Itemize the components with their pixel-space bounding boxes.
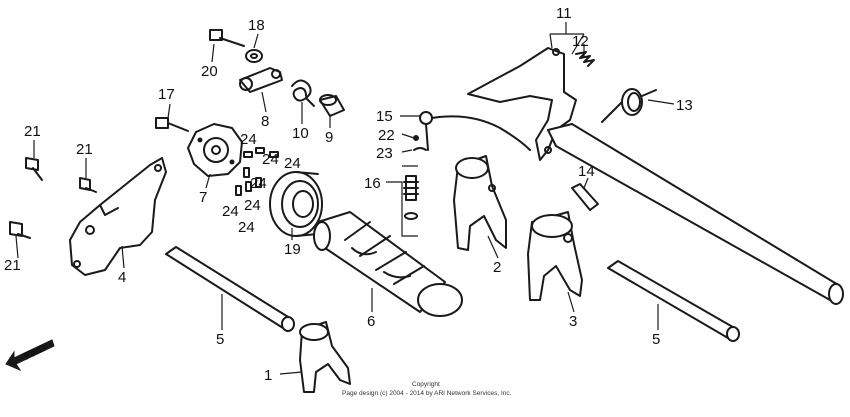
callout-13: 13 <box>676 97 693 114</box>
part-19-bearing[interactable] <box>269 171 323 237</box>
part-4-bracket-plate[interactable] <box>69 157 167 276</box>
callout-6: 6 <box>367 313 375 330</box>
part-21-bolt-lower[interactable] <box>9 221 31 239</box>
part-10-spring[interactable] <box>291 79 315 107</box>
part-13-return-spring[interactable] <box>601 88 657 123</box>
part-6-shift-drum[interactable] <box>313 211 463 317</box>
callout-7: 7 <box>199 189 207 206</box>
callout-16: 16 <box>364 175 381 192</box>
fwd-arrow-icon <box>5 339 55 372</box>
callout-23: 23 <box>376 145 393 162</box>
part-1-shift-fork[interactable] <box>299 321 351 393</box>
callout-24-d: 24 <box>250 175 267 192</box>
callout-4: 4 <box>118 269 126 286</box>
part-11-shift-spindle[interactable] <box>467 47 844 305</box>
part-8-stopper-arm[interactable] <box>239 67 283 93</box>
callout-24-c: 24 <box>284 155 301 172</box>
callout-2: 2 <box>493 259 501 276</box>
part-21-bolt-upper[interactable] <box>25 157 43 181</box>
callout-20: 20 <box>201 63 218 80</box>
fwd-label: FWD <box>22 343 47 363</box>
callout-17: 17 <box>158 86 175 103</box>
forward-direction-indicator: FWD <box>5 339 55 372</box>
callout-24-f: 24 <box>244 197 261 214</box>
callout-21-upper: 21 <box>24 123 41 140</box>
callout-12: 12 <box>572 33 589 50</box>
callout-24-b: 24 <box>262 151 279 168</box>
part-17-bolt[interactable] <box>155 117 189 132</box>
part-15-neutral-switch-wire[interactable] <box>419 111 531 151</box>
part-21-bolt-middle[interactable] <box>79 177 97 193</box>
part-3-shift-fork[interactable] <box>527 211 583 301</box>
part-5-fork-shaft-right[interactable] <box>607 260 740 342</box>
callout-labels: 1 2 3 4 5 5 6 7 8 9 10 11 12 13 14 15 16… <box>4 5 693 384</box>
copyright-line: Page design (c) 2004 - 2014 by ARI Netwo… <box>342 390 512 397</box>
callout-5-left: 5 <box>216 331 224 348</box>
callout-24-g: 24 <box>238 219 255 236</box>
part-12-spring[interactable] <box>575 51 595 67</box>
callout-24-a: 24 <box>240 131 257 148</box>
part-20-bolt[interactable] <box>209 29 245 47</box>
part-14-pin[interactable] <box>571 183 599 211</box>
callout-1: 1 <box>264 367 272 384</box>
part-2-shift-fork[interactable] <box>453 155 507 251</box>
part-22-oring[interactable] <box>413 135 419 141</box>
callout-22: 22 <box>378 127 395 144</box>
callout-14: 14 <box>578 163 595 180</box>
callout-24-e: 24 <box>222 203 239 220</box>
callout-8: 8 <box>261 113 269 130</box>
callout-3: 3 <box>569 313 577 330</box>
callout-21-lower: 21 <box>4 257 21 274</box>
callout-18: 18 <box>248 17 265 34</box>
part-16-neutral-switch[interactable] <box>403 175 419 220</box>
part-23-clip[interactable] <box>413 147 427 151</box>
callout-21-middle: 21 <box>76 141 93 158</box>
copyright-word: Copyright <box>412 381 440 388</box>
callout-9: 9 <box>325 129 333 146</box>
part-7-drum-plate[interactable] <box>187 123 243 177</box>
part-18-washer[interactable] <box>245 49 263 63</box>
part-24-pins[interactable] <box>235 147 279 196</box>
part-9-collar[interactable] <box>319 94 345 117</box>
callout-10: 10 <box>292 125 309 142</box>
callout-11: 11 <box>556 5 572 22</box>
leader-lines <box>15 22 675 375</box>
callout-19: 19 <box>284 241 301 258</box>
callout-5-right: 5 <box>652 331 660 348</box>
part-5-fork-shaft-left[interactable] <box>165 246 295 332</box>
callout-15: 15 <box>376 108 393 125</box>
copyright-footer: Copyright Page design (c) 2004 - 2014 by… <box>342 381 512 397</box>
